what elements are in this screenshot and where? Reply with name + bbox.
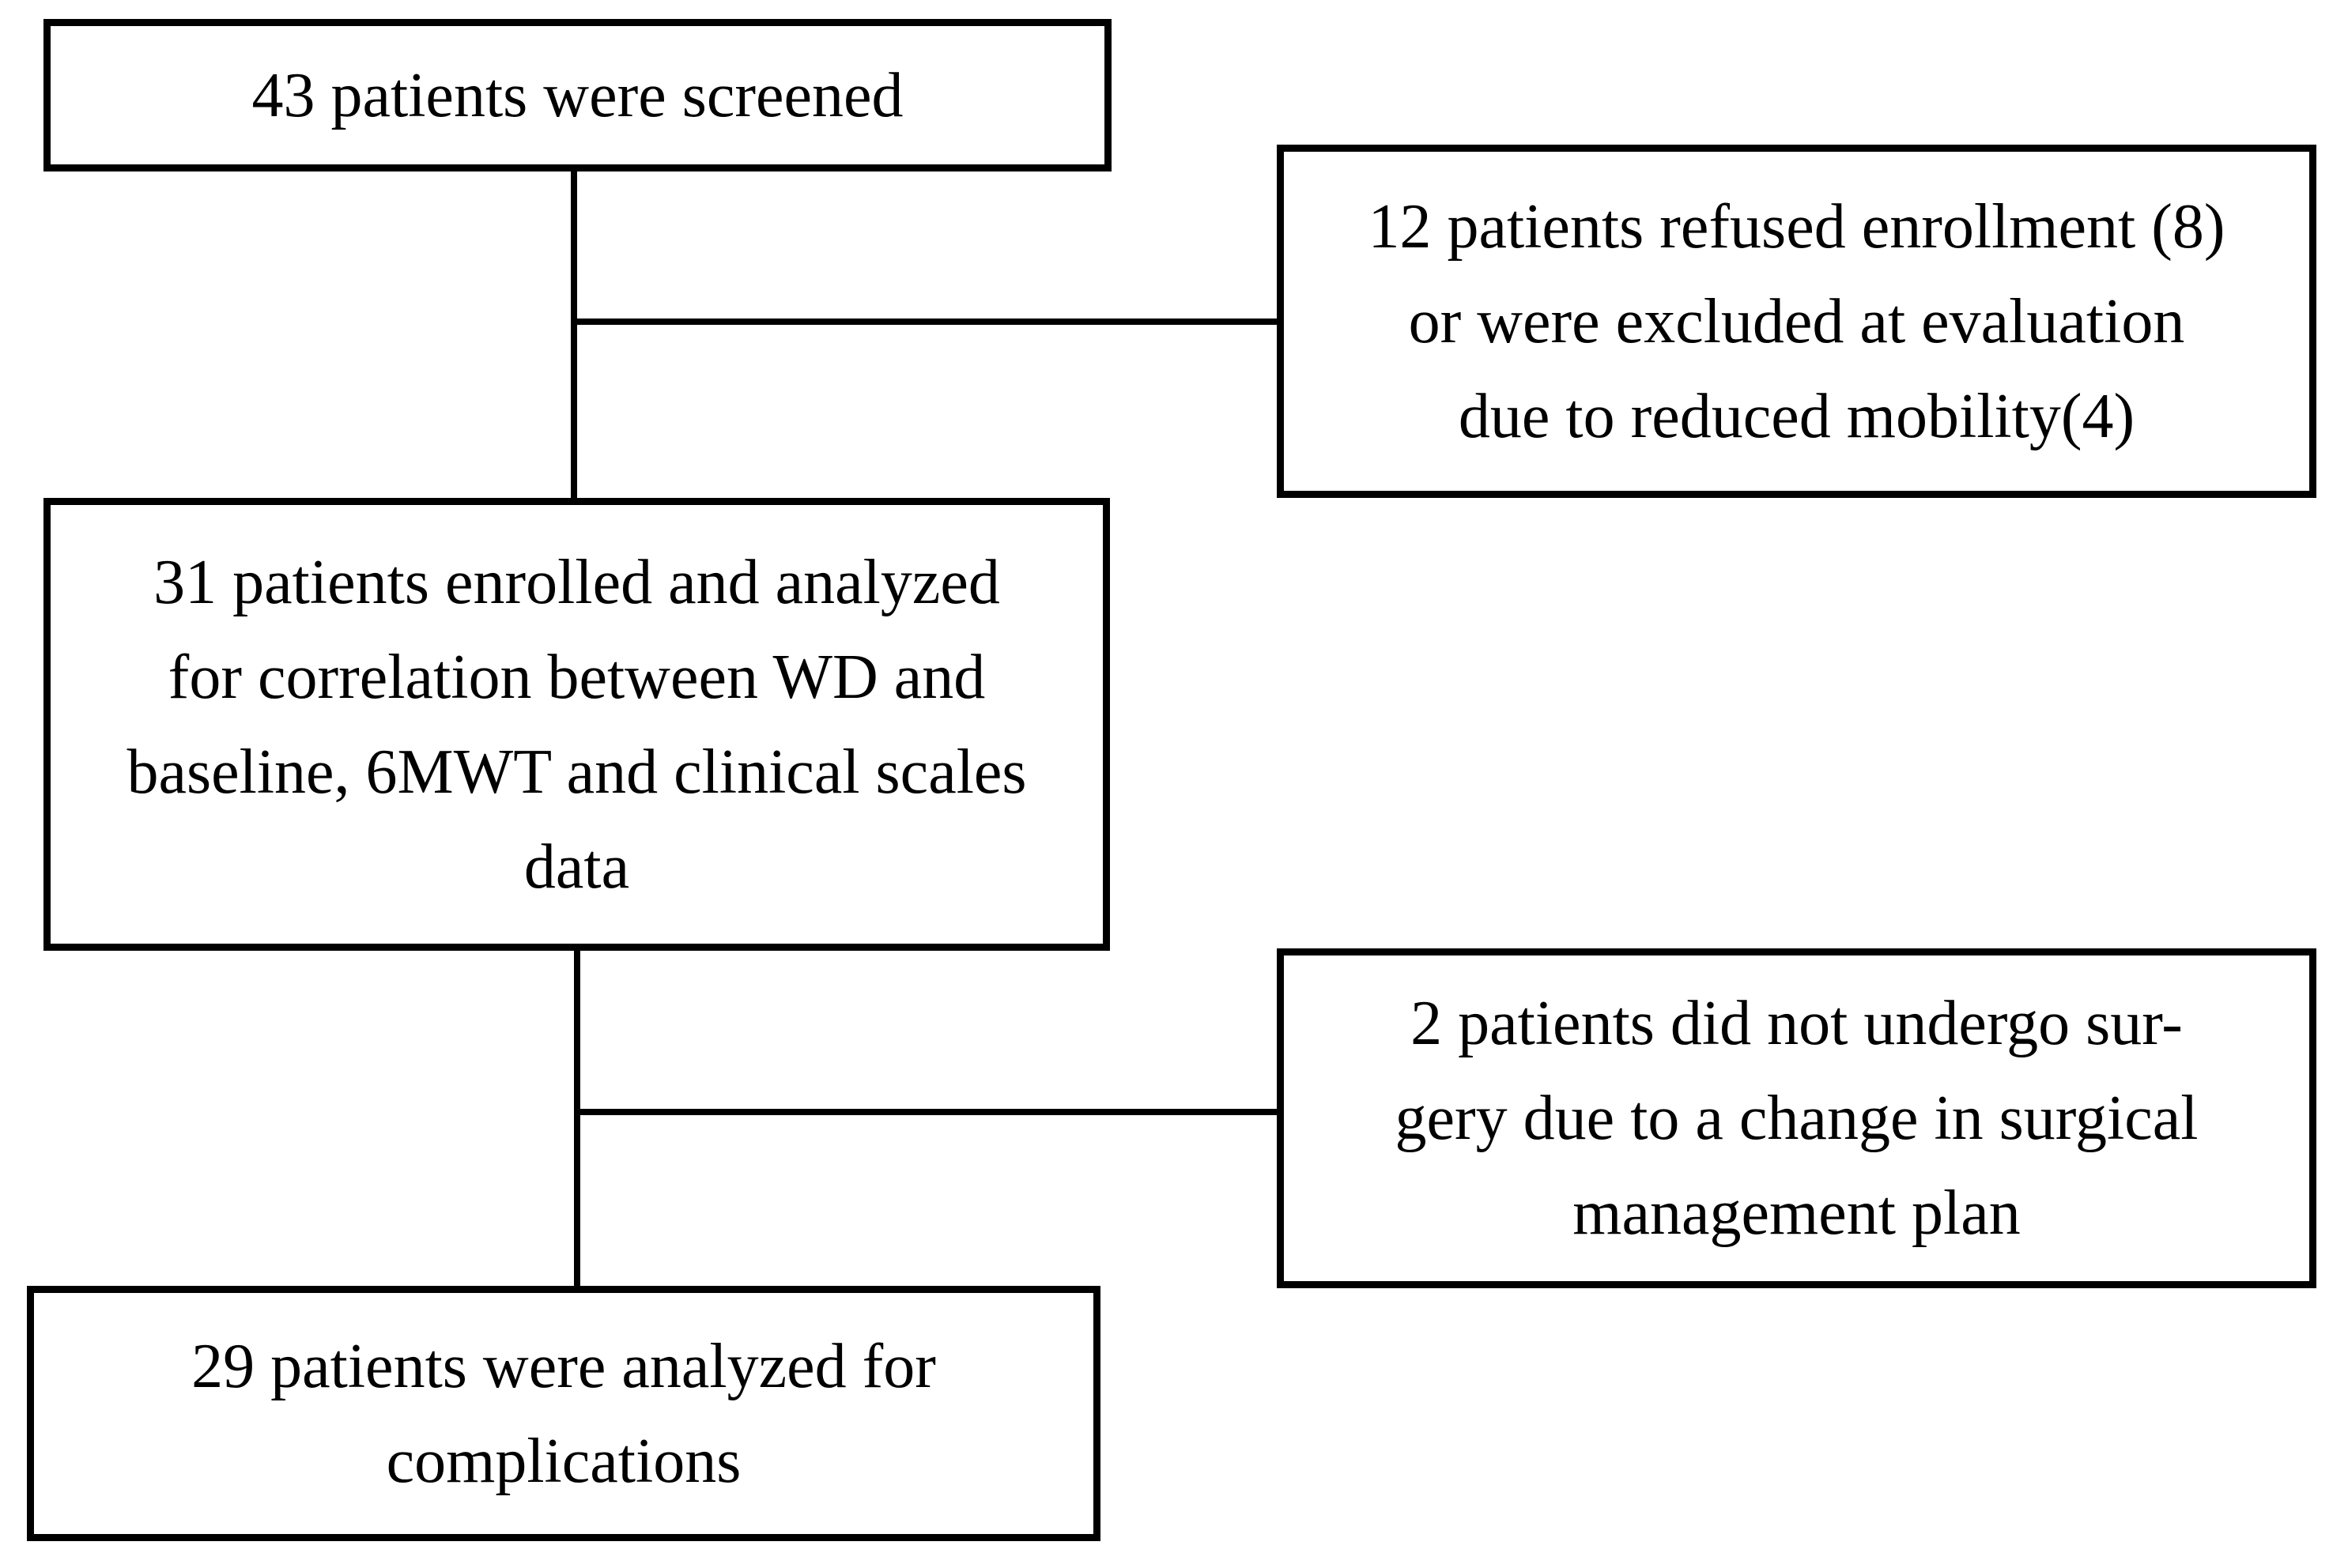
screened-box: 43 patients were screened xyxy=(43,19,1112,172)
enrolled-analyzed-box: 31 patients enrolled and analyzed for co… xyxy=(43,498,1110,951)
no-surgery-box-text-line: management plan xyxy=(1572,1178,2021,1248)
enrolled-analyzed-box-text-line: for correlation between WD and xyxy=(168,642,986,712)
connector-refused-branch-line xyxy=(571,318,1280,325)
screened-box-text: 43 patients were screened xyxy=(251,60,904,130)
no-surgery-box: 2 patients did not undergo sur- gery due… xyxy=(1277,948,2316,1288)
complications-box-text-line: 29 patients were analyzed for xyxy=(191,1331,936,1401)
enrolled-analyzed-box-text-line: baseline, 6MWT and clinical scales xyxy=(126,737,1027,807)
refused-enrollment-box-text-line: due to reduced mobility(4) xyxy=(1458,381,2135,451)
enrolled-analyzed-box-text-line: 31 patients enrolled and analyzed xyxy=(153,547,1000,617)
refused-enrollment-box-text-line: 12 patients refused enrollment (8) xyxy=(1368,191,2225,262)
connector-screened-to-enrolled-line xyxy=(571,170,577,501)
enrolled-analyzed-box-text-line: data xyxy=(523,831,630,902)
complications-box: 29 patients were analyzed for complicati… xyxy=(27,1286,1100,1541)
complications-box-text-line: complications xyxy=(386,1426,742,1496)
connector-enrolled-to-complications-line xyxy=(574,948,580,1289)
connector-no-surgery-branch-line xyxy=(574,1109,1280,1115)
refused-enrollment-box: 12 patients refused enrollment (8) or we… xyxy=(1277,145,2316,498)
no-surgery-box-text-line: 2 patients did not undergo sur- xyxy=(1410,989,2183,1058)
no-surgery-box-text-line: gery due to a change in surgical xyxy=(1395,1084,2199,1153)
refused-enrollment-box-text-line: or were excluded at evaluation xyxy=(1408,286,2185,356)
